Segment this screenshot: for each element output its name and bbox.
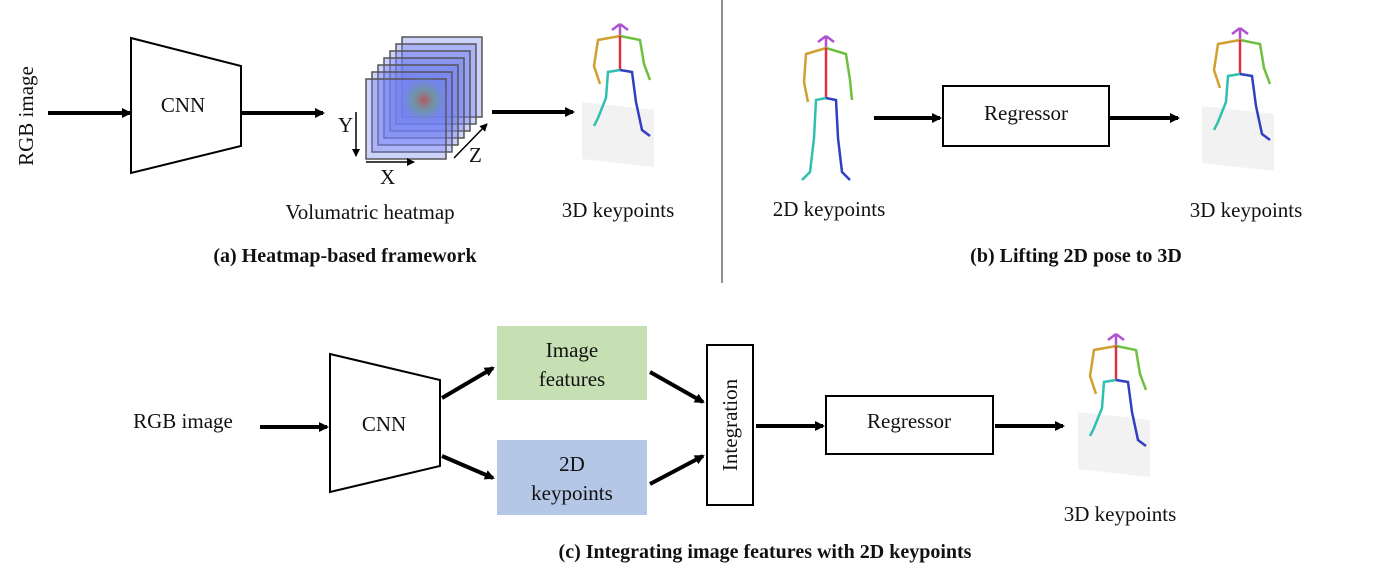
integration-label: Integration: [718, 378, 742, 471]
panel-c: RGB image CNN Image features 2D keypoint…: [133, 326, 1176, 563]
a-input-label: RGB image: [14, 66, 38, 166]
a-output-label: 3D keypoints: [562, 198, 675, 222]
a-heatmap-label: Volumatric heatmap: [285, 200, 454, 224]
b-2d-skeleton: [800, 34, 854, 182]
integration-box: [706, 344, 754, 506]
axis-y-label: Y: [338, 113, 353, 137]
image-features-line1: Image: [546, 338, 598, 362]
c-input-label: RGB image: [133, 409, 233, 433]
panel-b: 2D keypoints Regressor 3D keypoints (b) …: [773, 26, 1303, 267]
image-features-box: [497, 326, 647, 400]
c-output-label: 3D keypoints: [1064, 502, 1177, 526]
b-3d-skeleton: [1200, 26, 1276, 173]
b-regressor-box: [942, 85, 1110, 147]
c-arrow-to-features: [440, 366, 495, 400]
b-output-label: 3D keypoints: [1190, 198, 1303, 222]
b-input-label: 2D keypoints: [773, 197, 886, 221]
image-features-line2: features: [539, 367, 605, 391]
a-caption: (a) Heatmap-based framework: [213, 245, 477, 267]
b-caption: (b) Lifting 2D pose to 3D: [970, 245, 1182, 267]
axis-z-arrow: [453, 123, 488, 159]
b-regressor-label: Regressor: [984, 101, 1068, 125]
c-regressor-label: Regressor: [867, 409, 951, 433]
c-arrow-keypoints-to-integration: [649, 454, 705, 486]
c-cnn-trapezoid: [329, 352, 441, 494]
panel-a: RGB image CNN Y X Z Volumatric heatmap 3…: [14, 22, 675, 267]
c-3d-skeleton: [1076, 332, 1152, 479]
volumetric-heatmap: [365, 36, 483, 160]
keypoints-line1: 2D: [559, 452, 585, 476]
a-3d-skeleton: [580, 22, 656, 169]
c-caption: (c) Integrating image features with 2D k…: [559, 541, 972, 563]
a-cnn-trapezoid: [130, 36, 242, 175]
c-arrow-to-keypoints: [441, 454, 495, 480]
a-cnn-label: CNN: [161, 93, 205, 117]
c-regressor-box: [825, 395, 994, 455]
keypoints-line2: keypoints: [531, 481, 613, 505]
axis-z-label: Z: [469, 143, 482, 167]
axis-x-label: X: [380, 165, 395, 189]
c-cnn-label: CNN: [362, 412, 406, 436]
keypoints-box: [497, 440, 647, 515]
c-arrow-features-to-integration: [649, 370, 705, 404]
